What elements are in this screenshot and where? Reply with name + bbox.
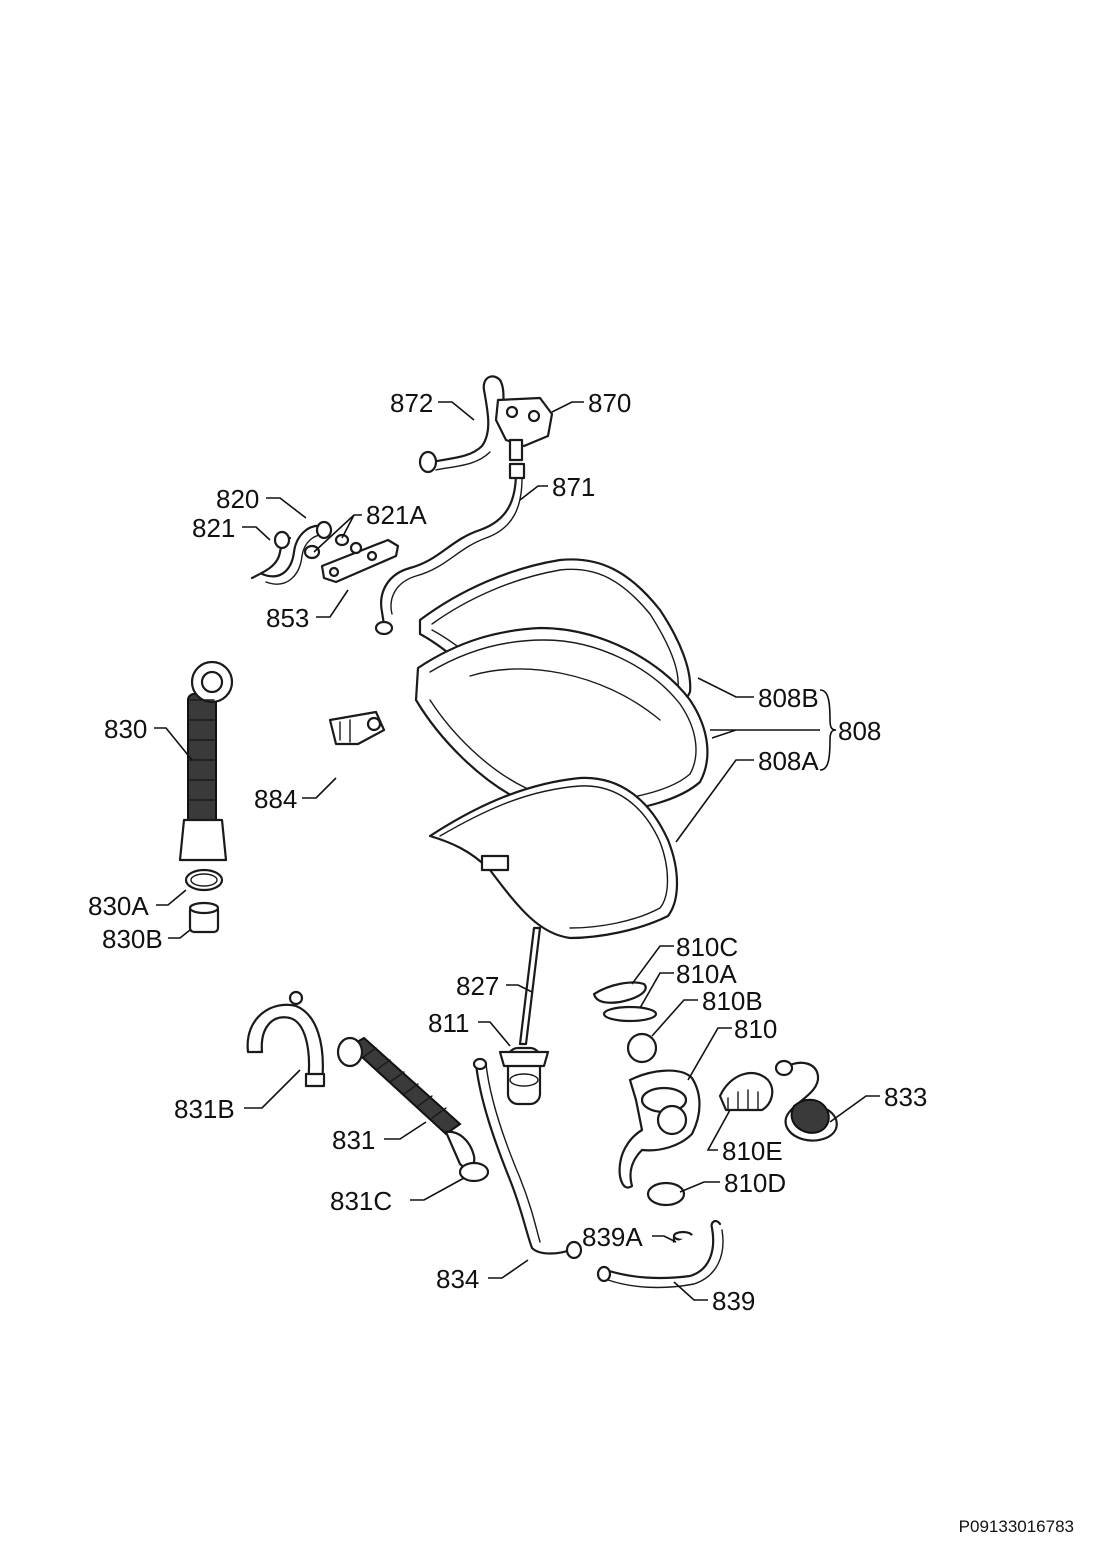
label-810A: 810A xyxy=(676,959,737,989)
label-884: 884 xyxy=(254,784,297,814)
part-827-rod xyxy=(518,926,542,1046)
part-821-hose xyxy=(250,530,292,580)
part-870-valve xyxy=(494,396,554,462)
label-811: 811 xyxy=(428,1008,469,1038)
part-830A-o-ring xyxy=(184,868,224,892)
label-830B: 830B xyxy=(102,924,163,954)
part-839-hose xyxy=(596,1219,724,1289)
part-810B-ball xyxy=(626,1032,658,1064)
part-810D-cap xyxy=(646,1181,686,1207)
part-810-sump xyxy=(618,1069,701,1189)
part-830B-connector xyxy=(188,901,220,934)
part-871-hose xyxy=(374,462,526,636)
label-820: 820 xyxy=(216,484,259,514)
label-810C: 810C xyxy=(676,932,738,962)
label-830A: 830A xyxy=(88,891,149,921)
reference-code: P09133016783 xyxy=(959,1517,1074,1536)
label-808B: 808B xyxy=(758,683,819,713)
label-810E: 810E xyxy=(722,1136,783,1166)
label-831B: 831B xyxy=(174,1094,235,1124)
part-labels: 872 870 871 820 821A 821 853 830 808B 80… xyxy=(88,388,927,1316)
label-833: 833 xyxy=(884,1082,927,1112)
part-810A-gasket xyxy=(602,1005,658,1023)
part-831B-hanger xyxy=(246,990,326,1088)
label-827: 827 xyxy=(456,971,499,1001)
part-872-hose xyxy=(418,375,506,474)
part-808A-gasket xyxy=(428,776,679,940)
part-884-clip xyxy=(328,710,386,746)
label-808A: 808A xyxy=(758,746,819,776)
label-810B: 810B xyxy=(702,986,763,1016)
part-830-drain-hose xyxy=(178,660,234,862)
leader-lines xyxy=(154,401,880,1301)
label-810: 810 xyxy=(734,1014,777,1044)
part-834-hose xyxy=(472,1057,583,1260)
part-820-hose xyxy=(260,520,333,585)
label-853: 853 xyxy=(266,603,309,633)
part-853-bracket xyxy=(320,538,400,584)
part-833-hose xyxy=(774,1059,838,1142)
label-839: 839 xyxy=(712,1286,755,1316)
label-839A: 839A xyxy=(582,1222,643,1252)
part-810E-clamp xyxy=(718,1071,774,1112)
label-870: 870 xyxy=(588,388,631,418)
label-808: 808 xyxy=(838,716,881,746)
label-830: 830 xyxy=(104,714,147,744)
part-821A-grommets xyxy=(303,533,350,560)
label-821: 821 xyxy=(192,513,235,543)
label-831C: 831C xyxy=(330,1186,392,1216)
label-871: 871 xyxy=(552,472,595,502)
label-810D: 810D xyxy=(724,1168,786,1198)
label-831: 831 xyxy=(332,1125,375,1155)
label-872: 872 xyxy=(390,388,433,418)
label-834: 834 xyxy=(436,1264,479,1294)
part-810C-clip xyxy=(592,981,647,1004)
part-831C-clamp xyxy=(458,1161,490,1183)
label-821A: 821A xyxy=(366,500,427,530)
part-811-pump xyxy=(498,1046,550,1106)
